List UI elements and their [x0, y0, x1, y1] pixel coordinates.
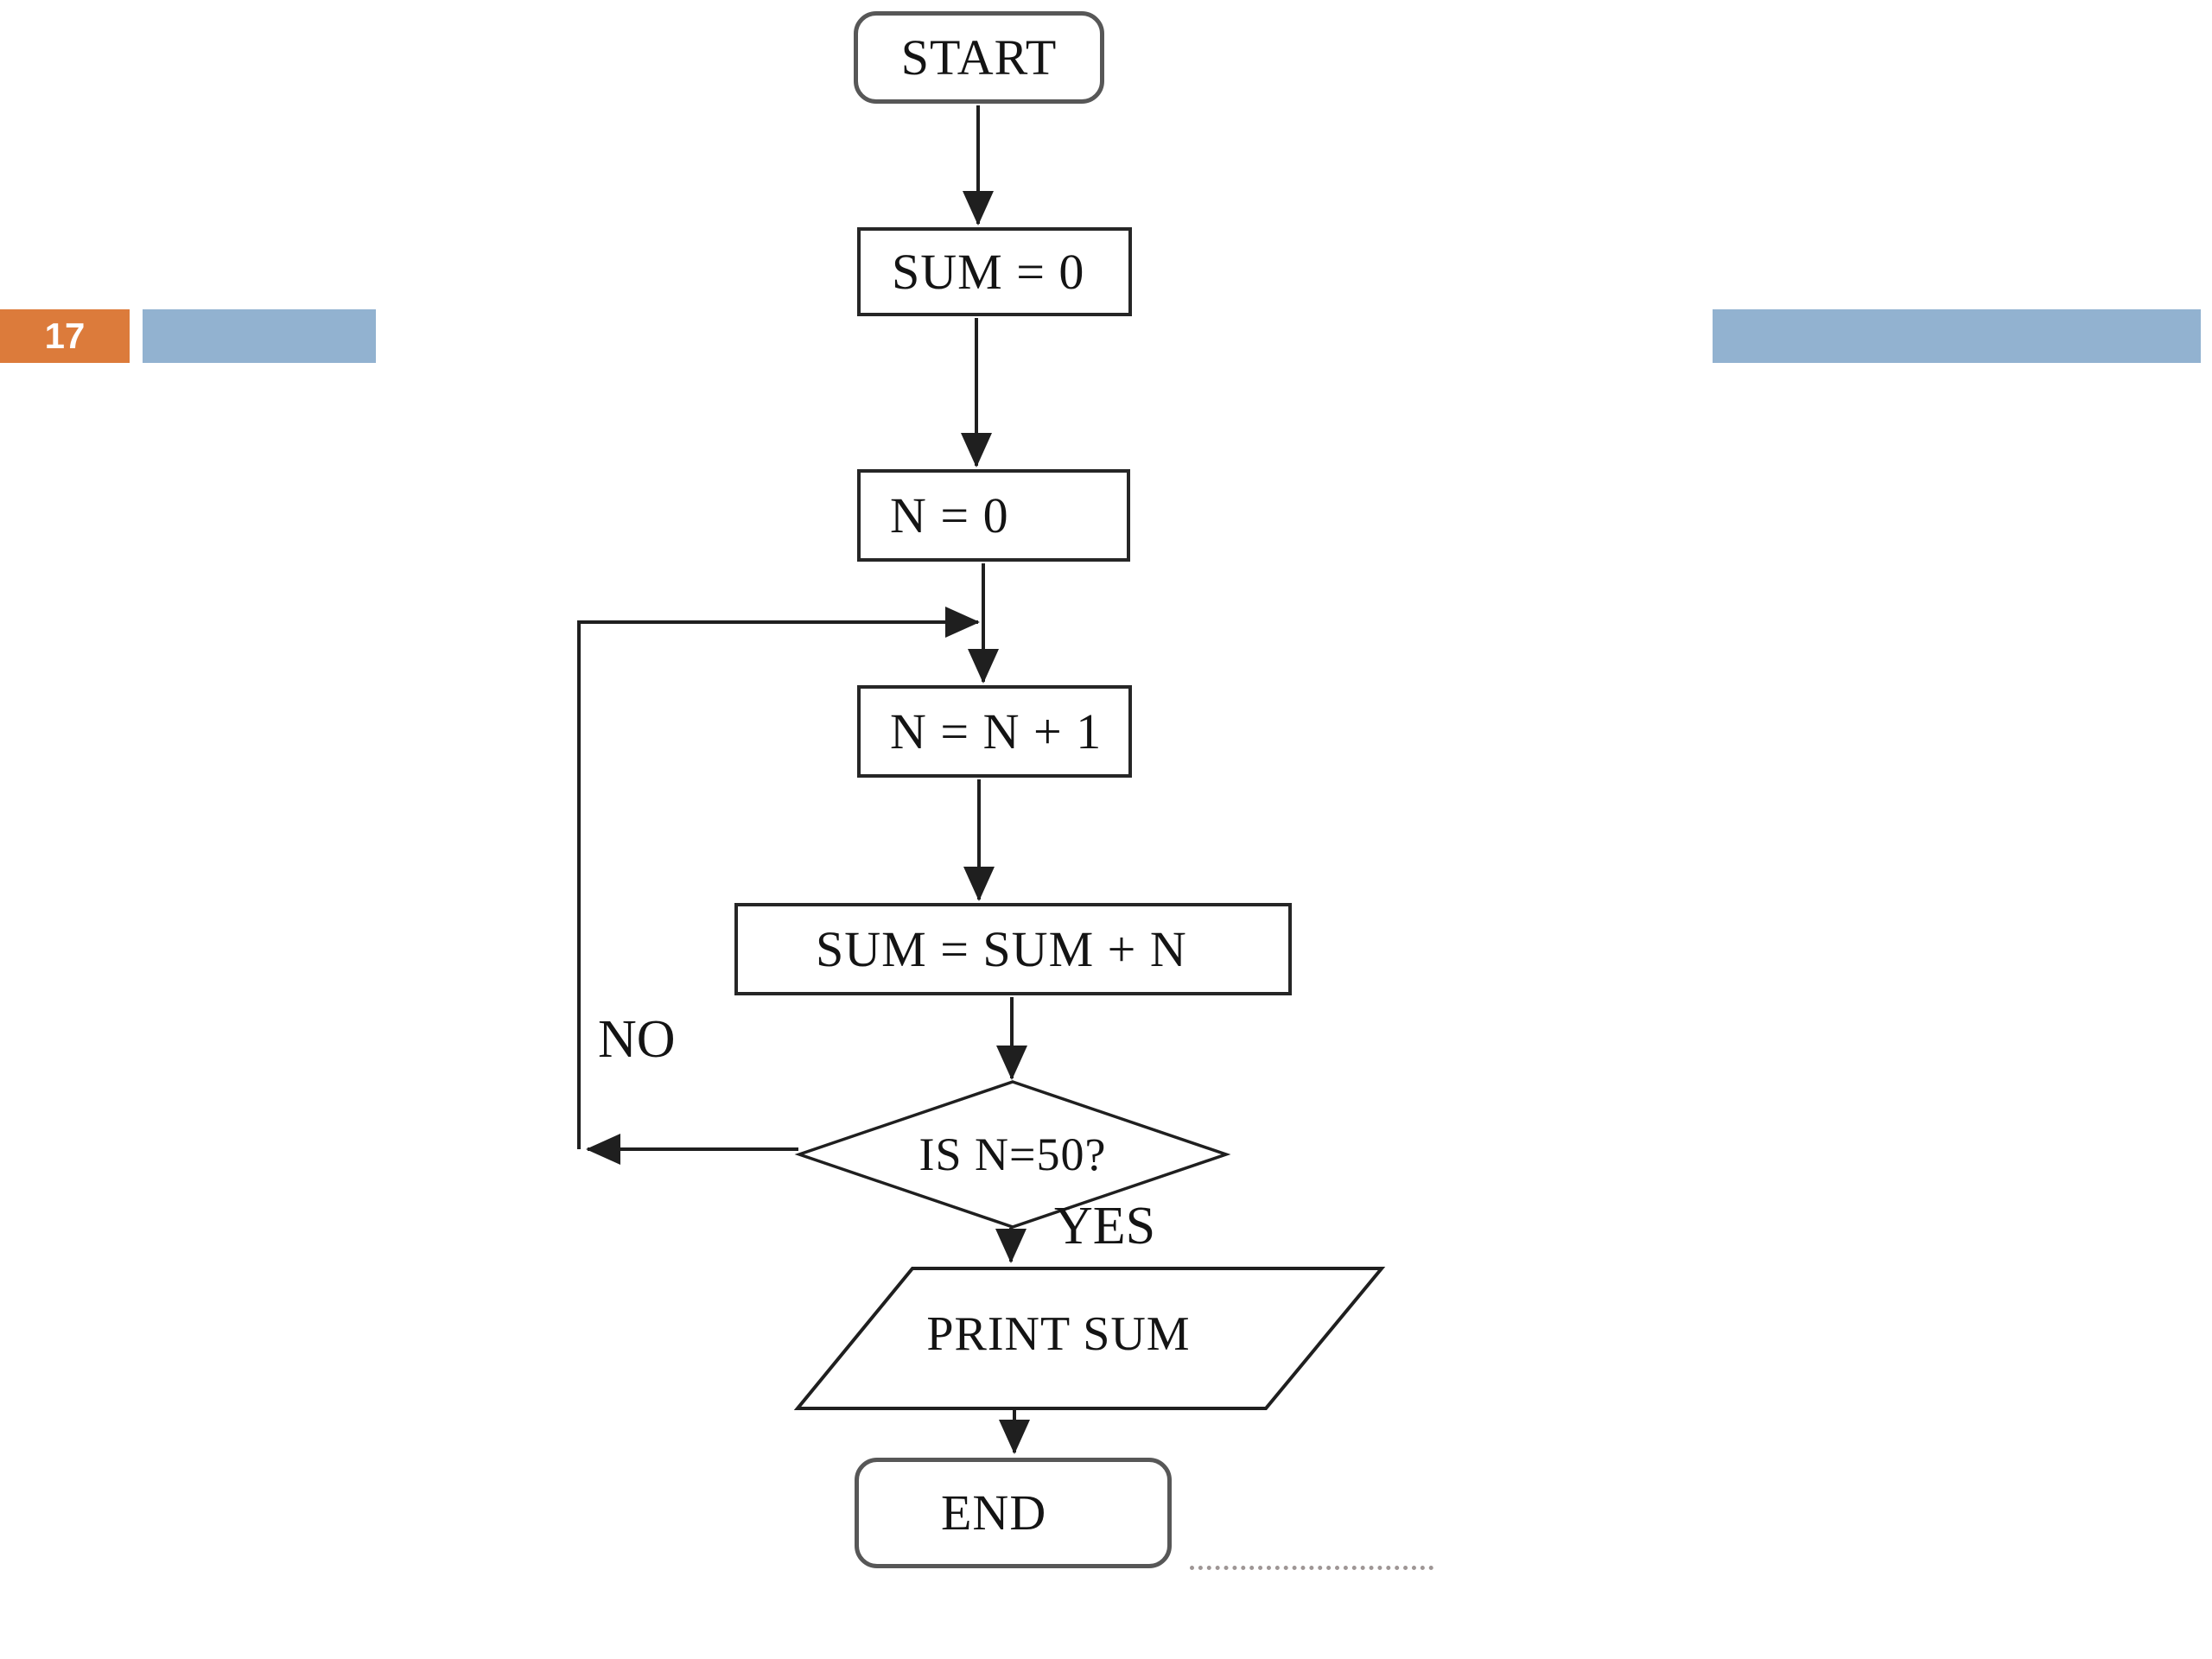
- flowchart-node-n-increment: N = N + 1: [857, 685, 1132, 778]
- loop-return-line: [577, 607, 980, 1149]
- decision-condition-label: IS N=50?: [840, 1131, 1185, 1178]
- accent-bar-left: [143, 309, 376, 363]
- slide-number: 17: [44, 315, 86, 356]
- io-print-label: PRINT SUM: [864, 1310, 1253, 1358]
- node-sum-init-label: SUM = 0: [892, 243, 1085, 300]
- slide-number-badge: 17: [0, 309, 130, 363]
- node-n-increment-label: N = N + 1: [890, 702, 1103, 760]
- decision-diamond-shape: [794, 1080, 1231, 1229]
- io-parallelogram-shape: [793, 1267, 1386, 1410]
- accent-bar-right: [1713, 309, 2201, 363]
- flowchart-node-sum-accumulate: SUM = SUM + N: [734, 903, 1292, 995]
- node-n-init-label: N = 0: [890, 486, 1009, 543]
- decision-condition-text: IS N=50?: [918, 1128, 1107, 1180]
- node-start-label: START: [900, 29, 1058, 86]
- node-end-label: END: [941, 1484, 1047, 1541]
- edge-label-no: NO: [598, 1013, 676, 1066]
- edge-label-yes: YES: [1054, 1199, 1155, 1253]
- cropped-caption-artifact: [1190, 1566, 1433, 1570]
- io-print-text: PRINT SUM: [926, 1307, 1191, 1361]
- edge-label-no-text: NO: [598, 1010, 676, 1069]
- flowchart-node-n-init: N = 0: [857, 469, 1130, 562]
- edge-label-yes-text: YES: [1054, 1197, 1156, 1255]
- node-sum-accumulate-label: SUM = SUM + N: [816, 920, 1187, 977]
- flowchart-node-end: END: [855, 1458, 1172, 1568]
- flowchart-node-sum-init: SUM = 0: [857, 227, 1132, 316]
- flowchart-node-start: START: [854, 11, 1104, 104]
